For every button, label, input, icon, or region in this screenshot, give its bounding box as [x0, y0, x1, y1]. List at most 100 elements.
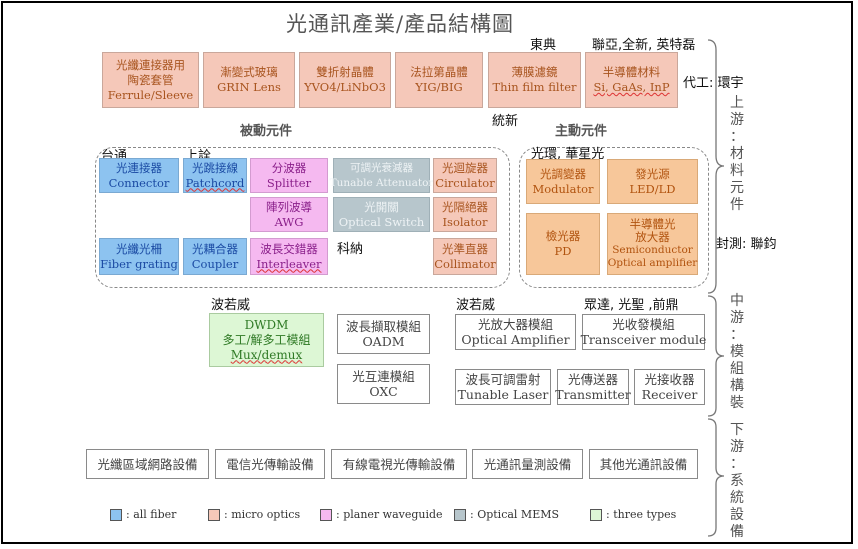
component-en: Connector: [108, 175, 170, 190]
material-en: YIG/BIG: [415, 80, 463, 94]
system-label: 電信光傳輸設備: [226, 456, 314, 472]
passive-connector: 光連接器 Connector: [99, 158, 179, 193]
component-en: Splitter: [266, 175, 312, 190]
component-en: Fiber grating: [100, 256, 178, 271]
tier-char: 中: [730, 293, 744, 309]
legend-label: : all fiber: [126, 508, 177, 521]
company-label: 代工: 環宇: [683, 76, 744, 91]
component-en: Isolator: [442, 214, 488, 229]
legend-item-all-fiber: : all fiber: [110, 508, 176, 521]
component-en: Coupler: [191, 256, 239, 271]
legend-swatch: [110, 508, 122, 521]
module-en: Receiver: [641, 387, 698, 402]
legend-label: : planer waveguide: [336, 508, 443, 521]
legend-swatch: [320, 508, 332, 521]
component-en: Circulator: [435, 175, 495, 190]
passive-group: [95, 147, 510, 288]
component-en: PD: [554, 244, 572, 258]
module-en: Tunable Laser: [457, 387, 549, 402]
company-label: 封測: 聯鈞: [716, 237, 777, 252]
tier-char: 模: [730, 344, 744, 360]
tier-downstream-label: 下 游 ： 系 統 設 備: [726, 422, 748, 541]
company-label: 光環, 華星光: [531, 147, 605, 162]
module-en: Transceiver module: [580, 332, 707, 347]
material-zh: 半導體材料: [602, 65, 661, 79]
tier-char: 統: [730, 490, 744, 506]
module-zh: DWDM: [244, 317, 289, 332]
legend-label: : three types: [606, 508, 677, 521]
component-en: Interleaver: [256, 256, 322, 271]
component-en: LED/LD: [629, 181, 676, 196]
component-zh: 光開關: [364, 199, 399, 214]
material-thin-film: 薄膜濾鏡 Thin film filter: [488, 52, 581, 108]
module-zh: 光傳送器: [567, 372, 618, 387]
company-label: 眾達, 光聖 ,前鼎: [584, 298, 679, 313]
tier-char: 材: [730, 146, 744, 162]
passive-section-title: 被動元件: [240, 124, 293, 139]
tier-char: 元: [730, 180, 744, 196]
material-semiconductor: 半導體材料 Si, GaAs, InP: [585, 52, 678, 108]
material-en: Si, GaAs, InP: [593, 80, 670, 94]
tier-char: 設: [730, 507, 744, 523]
module-en: OADM: [362, 334, 405, 349]
component-zh: 檢光器: [545, 229, 581, 243]
component-en: AWG: [274, 214, 304, 229]
passive-circulator: 光迴旋器 Circulator: [433, 158, 497, 193]
passive-fiber-grating: 光纖光柵 Fiber grating: [99, 238, 179, 275]
system-label: 光通訊量測設備: [483, 456, 572, 472]
tier-char: 游: [730, 439, 744, 455]
component-en: Tunable Attenuator: [329, 176, 434, 189]
component-zh: 光調變器: [540, 166, 586, 181]
module-optical-amplifier: 光放大器模組 Optical Amplifier: [455, 314, 576, 350]
legend-item-micro-optics: : micro optics: [208, 508, 300, 521]
tier-char: 下: [730, 422, 744, 438]
legend-label: : micro optics: [224, 508, 301, 521]
legend-swatch: [208, 508, 220, 521]
company-label: 波若威: [456, 298, 496, 313]
module-en: Mux/demux: [230, 347, 303, 362]
component-zh: 可調光衰減器: [350, 161, 413, 174]
tier-braces: [707, 39, 725, 537]
component-zh: 波長交錯器: [260, 241, 318, 256]
legend-item-planer-waveguide: : planer waveguide: [320, 508, 443, 521]
component-zh: 光準直器: [442, 241, 488, 256]
tier-char: 備: [730, 524, 744, 540]
tier-midstream-label: 中 游 ： 模 組 構 裝: [726, 293, 748, 412]
component-en: Optical Switch: [338, 214, 425, 229]
component-zh: 光隔絕器: [442, 199, 488, 214]
module-en: Transmitter: [555, 387, 631, 402]
passive-collimator: 光準直器 Collimator: [433, 238, 497, 275]
company-label: 東典: [530, 38, 557, 53]
system-other: 其他光通訊設備: [589, 449, 698, 479]
active-modulator: 光調變器 Modulator: [526, 159, 600, 204]
component-zh: 分波器: [271, 160, 307, 175]
module-tunable-laser: 波長可調雷射 Tunable Laser: [455, 369, 551, 405]
material-en: YVO4/LiNbO3: [304, 80, 386, 94]
tier-char: 游: [730, 112, 744, 128]
company-label: 科納: [337, 242, 364, 257]
passive-awg: 陣列波導 AWG: [250, 197, 328, 232]
system-telecom: 電信光傳輸設備: [215, 449, 325, 479]
active-group: [519, 147, 709, 288]
module-zh: 光互連模組: [352, 369, 415, 384]
passive-isolator: 光隔絕器 Isolator: [433, 197, 497, 232]
material-zh: 陶瓷套管: [127, 72, 174, 87]
system-label: 有線電視光傳輸設備: [342, 456, 456, 472]
legend-swatch: [590, 508, 602, 521]
component-en: Patchcord: [185, 175, 245, 190]
tier-char: 系: [730, 473, 744, 489]
module-zh: 光收發模組: [612, 317, 675, 332]
legend-item-three-types: : three types: [590, 508, 676, 521]
passive-patchcord: 光跳接線 Patchcord: [183, 158, 247, 193]
module-receiver: 光接收器 Receiver: [634, 369, 705, 405]
active-section-title: 主動元件: [555, 124, 608, 139]
active-pd: 檢光器 PD: [526, 213, 600, 275]
system-label: 光纖區域網路設備: [97, 456, 198, 472]
component-zh: 光連接器: [116, 160, 162, 175]
system-label: 其他光通訊設備: [599, 456, 688, 472]
component-zh: 陣列波導: [266, 199, 312, 214]
passive-optical-switch: 光開關 Optical Switch: [333, 197, 430, 232]
module-en: OXC: [369, 384, 398, 399]
tier-char: ：: [730, 129, 744, 145]
